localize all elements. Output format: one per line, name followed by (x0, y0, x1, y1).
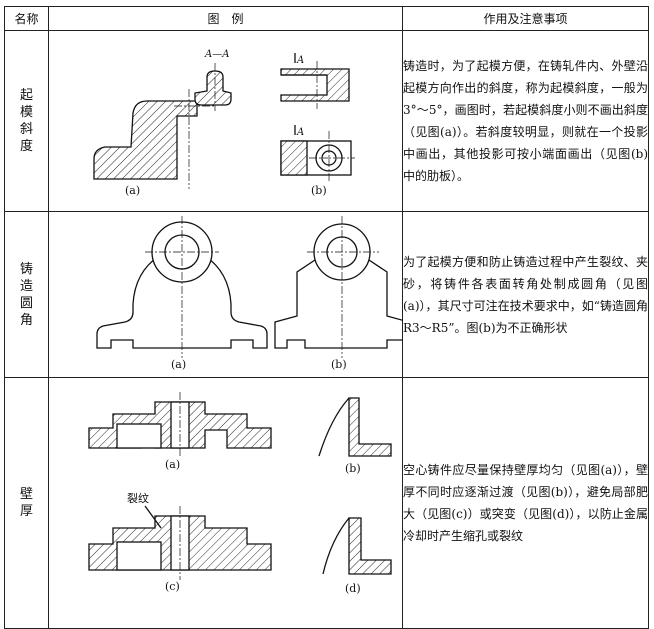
label-crack: 裂纹 (127, 491, 149, 505)
row-name-draft: 起模斜度 (4, 30, 49, 212)
label-wall-d: (d) (345, 582, 361, 595)
wall-figure-b (318, 397, 392, 457)
desc-wall: 空心铸件应尽量保持壁厚均匀（见图(a)），壁厚不同时应逐渐过渡（见图(b)），避… (402, 377, 649, 629)
fillet-figure-b (274, 216, 403, 358)
draft-figure-b: A A (280, 53, 355, 181)
label-fillet-a: (a) (171, 358, 186, 371)
draft-figure-a (93, 89, 214, 189)
wall-figure-a (88, 392, 272, 458)
table-row-draft: 起模斜度 (a) A—A (4, 30, 649, 212)
wall-figure-d (322, 517, 392, 575)
label-draft-a: (a) (125, 184, 140, 197)
casting-spec-table: 名称 图 例 作用及注意事项 起模斜度 ( (4, 6, 649, 629)
label-wall-c: (c) (165, 580, 180, 593)
fillet-figure-a (96, 216, 268, 358)
table-header-row: 名称 图 例 作用及注意事项 (4, 6, 649, 31)
label-wall-a: (a) (165, 458, 180, 471)
header-name: 名称 (4, 6, 49, 31)
label-arrow-a2: A (296, 127, 304, 138)
figure-wall: (a) (b) 裂纹 (c) (48, 377, 403, 629)
desc-draft: 铸造时，为了起模方便，在铸轧件内、外壁沿起模方向作出的斜度，称为起模斜度，一般为… (402, 30, 649, 212)
label-arrow-a1: A (296, 55, 304, 66)
desc-fillet: 为了起模方便和防止铸造过程中产生裂纹、夹砂，将铸件各表面转角处制成圆角（见图(a… (402, 211, 649, 378)
figure-draft: (a) A—A A A (48, 30, 403, 212)
row-name-wall: 壁厚 (4, 377, 49, 629)
header-figure: 图 例 (48, 6, 403, 31)
wall-figure-c (88, 505, 272, 580)
label-draft-b: (b) (311, 184, 327, 197)
table-row-fillet: 铸造圆角 (a) (4, 211, 649, 378)
label-fillet-b: (b) (331, 358, 347, 371)
label-wall-b: (b) (345, 462, 361, 475)
figure-fillet: (a) (b) (48, 211, 403, 378)
table-row-wall: 壁厚 (a) (b) (4, 377, 649, 629)
header-desc: 作用及注意事项 (402, 6, 649, 31)
label-section-aa: A—A (204, 49, 229, 60)
row-name-fillet: 铸造圆角 (4, 211, 49, 378)
